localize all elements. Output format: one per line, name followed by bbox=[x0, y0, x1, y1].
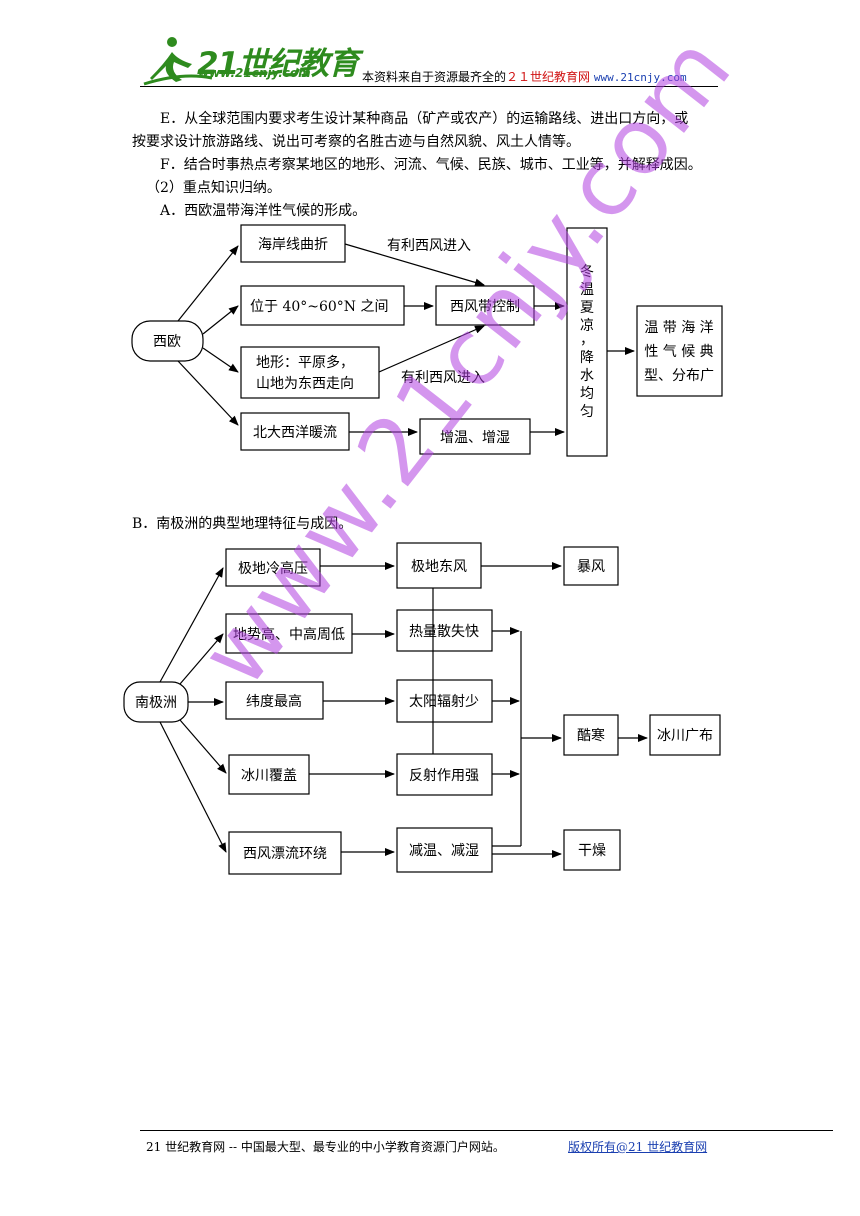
a-arrow-coast-westerlies bbox=[344, 243, 485, 287]
b-glacier-label: 冰川广布 bbox=[657, 728, 713, 744]
b-ice-label: 冰川覆盖 bbox=[241, 768, 297, 784]
a-arrow-root-terrain bbox=[202, 347, 239, 373]
logo-url: www.21cnjy.com bbox=[198, 66, 311, 80]
b-latitude-label: 纬度最高 bbox=[246, 693, 302, 710]
a-climate-char-7: 均 bbox=[580, 386, 594, 402]
section-a-title: A．西欧温带海洋性气候的形成。 bbox=[160, 203, 367, 219]
b-cold-label: 酷寒 bbox=[577, 727, 605, 744]
para-f: F．结合时事热点考察某地区的地形、河流、气候、民族、城市、工业等，并解释成因。 bbox=[160, 157, 702, 173]
a-terrain-label-1: 地形：平原多， bbox=[256, 354, 354, 371]
a-westerlies-label: 西风带控制 bbox=[450, 299, 520, 315]
b-root-label: 南极洲 bbox=[135, 695, 177, 711]
section-2-title: （2）重点知识归纳。 bbox=[146, 180, 281, 196]
b-highpressure-box bbox=[225, 548, 321, 587]
para-e-line1: E．从全球范围内要求考生设计某种商品（矿产或农产）的运输路线、进出口方向，或 bbox=[160, 111, 689, 127]
a-current-label: 北大西洋暖流 bbox=[253, 425, 337, 441]
b-easterlies-label: 极地东风 bbox=[411, 559, 467, 575]
a-result-line3: 型、分布广 bbox=[644, 368, 714, 384]
a-latitude-label: 位于 40°~60°N 之间 bbox=[250, 299, 389, 315]
b-storm-label: 暴风 bbox=[577, 559, 605, 575]
a-result-line2: 性 气 候 典 bbox=[644, 344, 713, 360]
a-climate-char-1: 温 bbox=[580, 282, 594, 298]
a-climate-char-4: ， bbox=[580, 332, 594, 348]
a-climate-char-2: 夏 bbox=[580, 300, 594, 316]
b-glacier-box bbox=[649, 714, 721, 756]
a-climate-char-8: 匀 bbox=[580, 404, 594, 420]
section-b-title: B．南极洲的典型地理特征与成因。 bbox=[132, 516, 353, 532]
a-terrain-label-2: 山地为东西走向 bbox=[256, 376, 354, 392]
b-radiation-label: 太阳辐射少 bbox=[409, 694, 479, 710]
a-terrain-box bbox=[240, 346, 380, 399]
a-warmhumid-label: 增温、增湿 bbox=[440, 430, 510, 446]
a-climate-char-6: 水 bbox=[580, 368, 594, 384]
logo-text: 21世纪教育 bbox=[197, 46, 359, 82]
a-root-label: 西欧 bbox=[153, 334, 181, 350]
header-source-url[interactable]: www.21cnjy.com bbox=[593, 71, 687, 84]
b-cooldry-box bbox=[396, 827, 493, 873]
b-cooldry-label: 减温、减湿 bbox=[409, 843, 479, 859]
a-arrow-root-latitude bbox=[202, 305, 239, 335]
a-climate-box bbox=[566, 227, 608, 457]
header-source-prefix: 本资料来自于资源最齐全的 bbox=[362, 70, 507, 84]
a-climate-chars: 冬 温 夏 凉 ， 降 水 均 匀 bbox=[580, 264, 594, 420]
header-divider bbox=[140, 86, 718, 87]
b-arrow-root-highpressure bbox=[159, 567, 224, 683]
a-root-box bbox=[131, 320, 204, 362]
a-warmhumid-box bbox=[419, 418, 531, 455]
b-drift-box bbox=[228, 831, 342, 875]
b-dry-label: 干燥 bbox=[578, 843, 606, 859]
a-label-top: 有利西风进入 bbox=[387, 238, 471, 254]
b-storm-box bbox=[563, 546, 619, 586]
logo-runner-icon bbox=[143, 37, 213, 86]
a-climate-char-3: 凉 bbox=[580, 318, 594, 334]
footer-text: 21 世纪教育网 -- 中国最大型、最专业的中小学教育资源门户网站。 bbox=[146, 1140, 505, 1154]
a-arrow-root-coast bbox=[177, 245, 239, 322]
footer-copyright-link[interactable]: 版权所有@21 世纪教育网 bbox=[568, 1140, 708, 1154]
footer-divider bbox=[140, 1130, 833, 1131]
b-cold-box bbox=[563, 714, 619, 756]
a-coast-label: 海岸线曲折 bbox=[258, 237, 328, 253]
b-arrow-root-terrain bbox=[179, 633, 224, 685]
b-dry-box bbox=[563, 829, 621, 871]
b-reflection-label: 反射作用强 bbox=[409, 768, 479, 784]
b-arrow-root-drift bbox=[159, 721, 227, 853]
para-e-line2: 按要求设计旅游路线、说出可考察的名胜古迹与自然风貌、风土人情等。 bbox=[132, 134, 580, 150]
b-heatloss-label: 热量散失快 bbox=[409, 624, 479, 640]
a-arrow-root-current bbox=[177, 360, 239, 426]
header-source: 本资料来自于资源最齐全的２１世纪教育网 www.21cnjy.com bbox=[362, 68, 687, 85]
header-source-site[interactable]: ２１世纪教育网 bbox=[506, 70, 591, 84]
a-coast-box bbox=[240, 224, 346, 263]
a-result-box bbox=[636, 305, 723, 397]
b-terrain-label: 地势高、中高周低 bbox=[233, 626, 345, 643]
b-drift-label: 西风漂流环绕 bbox=[243, 846, 327, 862]
a-label-bottom: 有利西风进入 bbox=[401, 370, 485, 386]
a-result-line1: 温 带 海 洋 bbox=[644, 320, 713, 336]
a-climate-char-0: 冬 bbox=[580, 264, 594, 280]
b-arrow-root-ice bbox=[179, 719, 227, 774]
a-climate-char-5: 降 bbox=[580, 350, 594, 366]
b-highpressure-label: 极地冷高压 bbox=[238, 560, 308, 577]
a-arrow-terrain-westerlies bbox=[378, 325, 485, 373]
